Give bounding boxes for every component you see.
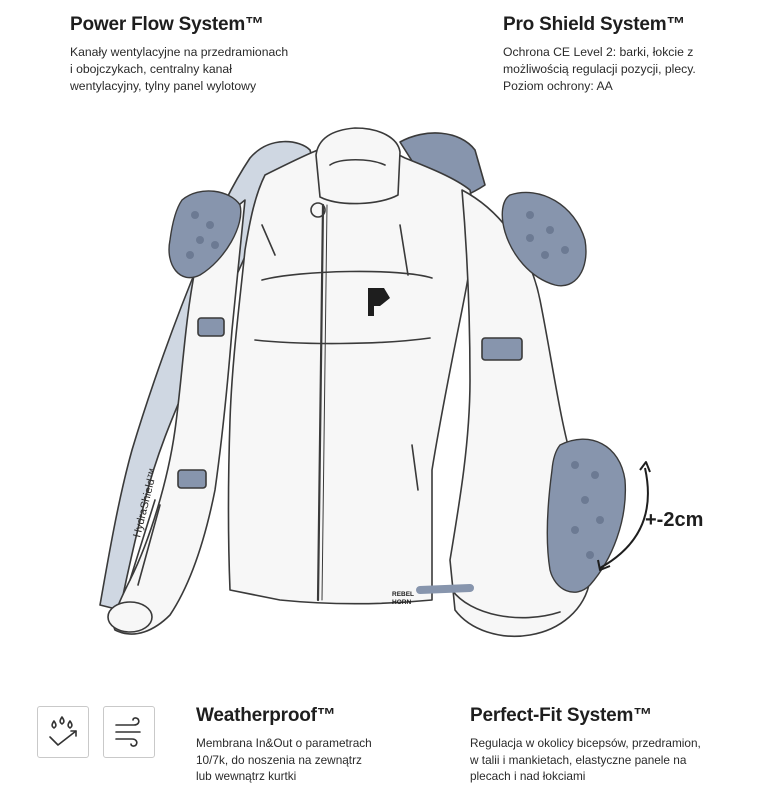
windproof-icon: [103, 706, 155, 758]
jacket-diagram: HydraShield™ REBEL HORN: [99, 127, 651, 638]
brand-tag: REBEL HORN: [392, 591, 414, 606]
svg-text:HORN: HORN: [392, 599, 411, 606]
pro-shield-title: Pro Shield System™: [503, 14, 686, 35]
pro-shield-description: Ochrona CE Level 2: barki, łokcie z możl…: [503, 45, 696, 93]
power-flow-description: Kanały wentylacyjne na przedramionach i …: [70, 45, 289, 93]
collar: [315, 127, 401, 205]
weatherproof-description: Membrana In&Out o parametrach 10/7k, do …: [196, 736, 372, 783]
elbow-protector: [546, 438, 627, 593]
elbow-adjust-arrow: [599, 467, 649, 569]
elbow-adjustment-label: +-2cm: [645, 509, 704, 531]
jacket-body: [227, 147, 475, 605]
brand-logo: [368, 288, 390, 316]
perfect-fit-title: Perfect-Fit System™: [470, 705, 653, 726]
right-shoulder-protector: [501, 191, 587, 287]
weatherproof-title: Weatherproof™: [196, 705, 336, 726]
left-sleeve: [112, 199, 246, 635]
power-flow-title: Power Flow System™: [70, 14, 264, 35]
svg-text:REBEL: REBEL: [392, 591, 414, 598]
perfect-fit-description: Regulacja w okolicy bicepsów, przedramio…: [470, 736, 701, 783]
power-flow-feature: Power Flow System™ Kanały wentylacyjne n…: [70, 14, 330, 95]
waterproof-icon: [37, 706, 89, 758]
weatherproof-feature: Weatherproof™ Membrana In&Out o parametr…: [196, 705, 436, 785]
perfect-fit-feature: Perfect-Fit System™ Regulacja w okolicy …: [470, 705, 770, 785]
pro-shield-feature: Pro Shield System™ Ochrona CE Level 2: b…: [503, 14, 763, 95]
centre-zipper: [316, 203, 325, 602]
